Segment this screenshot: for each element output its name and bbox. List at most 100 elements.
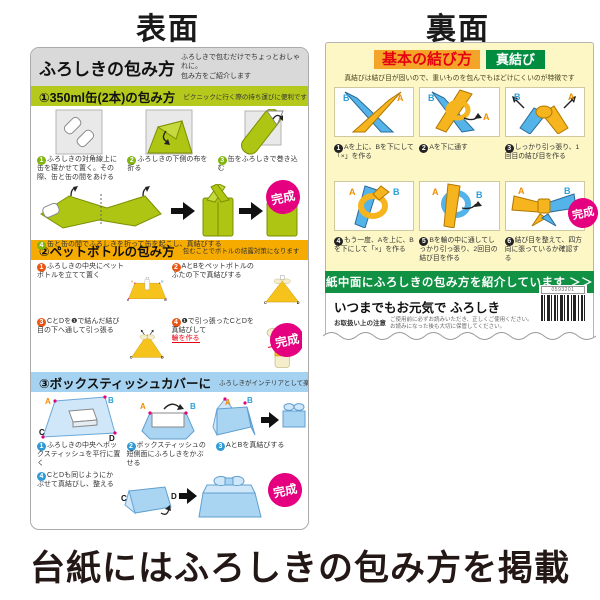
section1-heading-bar: ①350ml缶(2本)の包み方 ピクニックに行く際の持ち運びに便利です xyxy=(31,86,308,106)
barcode-number: 0593201 xyxy=(541,286,585,294)
svg-text:A: A xyxy=(397,93,404,103)
svg-text:B: B xyxy=(161,279,164,283)
back-step2-knot-icon: B A xyxy=(428,89,490,133)
step-number: 2 xyxy=(127,156,137,165)
svg-text:B: B xyxy=(343,93,350,103)
section2-heading: ②ペットボトルの包み方 xyxy=(39,244,175,259)
s2-step2-diagram-icon: C D xyxy=(263,275,299,305)
svg-text:C: C xyxy=(263,301,266,305)
svg-text:A: A xyxy=(349,187,356,197)
torn-edge-wave xyxy=(323,332,596,345)
step-text: ふろしきの下側の布を折る xyxy=(127,156,208,172)
front-card-header: ふろしきの包み方 ふろしきで包むだけでちょっとおしゃれに。 包み方をご紹介します xyxy=(31,48,308,86)
section1-heading: ①350ml缶(2本)の包み方 xyxy=(39,90,176,105)
svg-text:A: A xyxy=(568,92,575,102)
svg-text:D: D xyxy=(296,301,299,305)
s3-step1-diagram-icon: A B C D xyxy=(39,395,117,441)
step-number: 2 xyxy=(419,143,429,153)
svg-text:C: C xyxy=(39,428,45,437)
svg-text:D: D xyxy=(164,298,167,302)
step-number: 4 xyxy=(334,237,343,247)
svg-text:B: B xyxy=(247,396,253,405)
step-text: 結び目を整えて、四方向に張っているか確認する xyxy=(504,237,582,262)
notice-label: お取扱い上の注意 xyxy=(334,320,386,327)
svg-text:A: A xyxy=(140,402,146,411)
svg-text:D: D xyxy=(171,492,177,501)
step-number: 5 xyxy=(419,237,429,247)
back-card-header: 基本の結び方 真結び xyxy=(326,43,593,69)
section3-note: ふろしきがインテリアとして楽しめます xyxy=(218,380,308,387)
step-text: Aを上に、Bを下にして「×」を作る xyxy=(334,143,414,160)
step-number: 3 xyxy=(504,143,514,153)
s3-step3-diagram-icon: A B xyxy=(212,396,306,437)
barcode: 0593201 xyxy=(539,285,587,327)
svg-text:B: B xyxy=(476,190,483,200)
step-text: もう一度、Aを上に、Bを下にして「×」を作る xyxy=(334,237,414,254)
front-card-subtitle: ふろしきで包むだけでちょっとおしゃれに。 包み方をご紹介します xyxy=(181,53,300,80)
back-card-title: 基本の結び方 xyxy=(373,50,480,69)
step-text: ふろしきの中央へボックスティッシュを平行に置く xyxy=(37,442,121,467)
svg-text:B: B xyxy=(393,187,400,197)
s2-step1-diagram-icon: A B C D xyxy=(127,277,167,302)
svg-text:C: C xyxy=(130,355,133,359)
step-text: ボックスティッシュの短側面にふろしきをかぶせる xyxy=(126,442,206,467)
s1-step4-diagram-icon xyxy=(40,182,298,236)
step-text: しっかり引っ張り、1回目の結び目を作る xyxy=(504,143,580,160)
section2-heading-bar: ②ペットボトルの包み方 包むことでボトルの結露対策になります xyxy=(31,240,308,260)
front-card: ふろしきの包み方 ふろしきで包むだけでちょっとおしゃれに。 包み方をご紹介します… xyxy=(30,47,309,530)
back-card: 基本の結び方 真結び 真結びは結び目が固いので、重いものを包んでもほどけにくいの… xyxy=(314,42,600,345)
product-name: いつまでもお元気で ふろしき xyxy=(334,301,500,315)
svg-text:A: A xyxy=(518,186,525,196)
step-number: 1 xyxy=(37,442,46,451)
section3-heading: ③ボックスティッシュカバーに xyxy=(39,376,211,391)
svg-text:C: C xyxy=(127,298,130,302)
front-card-title: ふろしきの包み方 xyxy=(39,59,175,79)
step-text-red: 輪を作る xyxy=(171,335,200,344)
step-number: 2 xyxy=(171,263,181,272)
step-number: 3 xyxy=(37,317,46,327)
s1-step2-diagram-icon xyxy=(145,109,194,155)
section1-note: ピクニックに行く際の持ち運びに便利です xyxy=(183,94,307,101)
s2-step3-diagram-icon: C D xyxy=(130,329,164,359)
svg-text:B: B xyxy=(514,92,521,102)
svg-text:B: B xyxy=(108,396,114,405)
step-number: 1 xyxy=(37,156,46,165)
back-step3-knot-icon: B A xyxy=(511,92,576,135)
step-number: 1 xyxy=(37,263,46,272)
svg-text:D: D xyxy=(161,355,164,359)
s1-step4-row: 完成 xyxy=(37,176,304,240)
front-side-label: 表面 xyxy=(136,13,200,46)
step-number: 1 xyxy=(334,143,343,153)
step-number: 2 xyxy=(126,442,136,451)
step-number: 4 xyxy=(37,471,46,481)
back-step5-knot-icon: A B xyxy=(432,183,483,229)
svg-text:B: B xyxy=(564,186,571,196)
step-text: CとDも同じようにかぶせて真結びし、整える xyxy=(37,471,114,488)
back-banner: 台紙中面にふろしきの包み方を紹介しています ＞＞＞ xyxy=(314,271,600,293)
notice-text: ご使用前に必ずお読みいただき、正しくご使用ください。 お読みになった後も大切に保… xyxy=(390,317,533,331)
svg-text:A: A xyxy=(45,397,51,406)
step-text: AとBを真結びする xyxy=(226,442,285,449)
section3-heading-bar: ③ボックスティッシュカバーに ふろしきがインテリアとして楽しめます xyxy=(31,372,308,392)
s1-step3-diagram-icon xyxy=(240,109,284,155)
svg-text:A: A xyxy=(432,187,439,197)
front-card-subtitle-line2: 包み方をご紹介します xyxy=(181,72,251,80)
step-text: ふろしきの対角線上に缶を寝かせて置く。その際、缶と缶の間をあける xyxy=(37,156,117,181)
back-bottom-strip: いつまでもお元気で ふろしき お取扱い上の注意 ご使用前に必ずお読みいただき、正… xyxy=(323,285,596,345)
